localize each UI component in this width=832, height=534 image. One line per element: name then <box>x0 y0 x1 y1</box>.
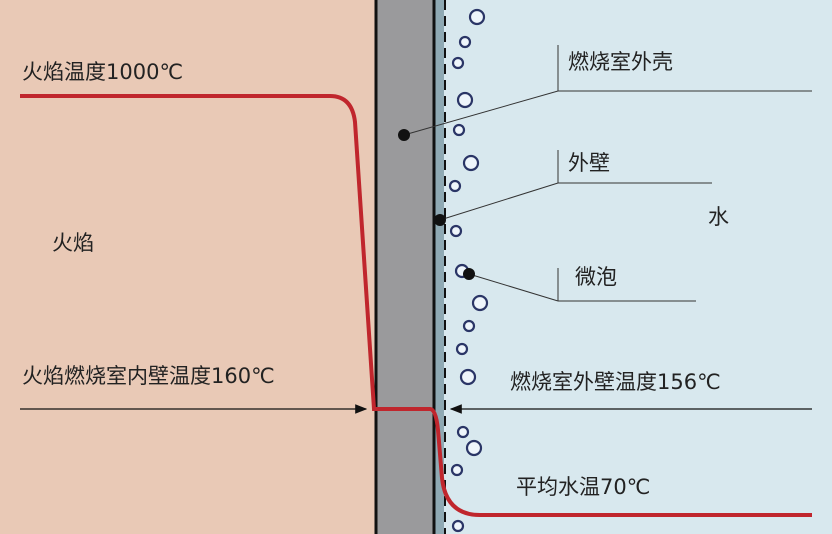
bubble <box>452 123 466 137</box>
flame-region <box>0 0 376 534</box>
flame-label: 火焰 <box>52 231 94 255</box>
bubble <box>471 294 489 312</box>
bubble <box>462 154 480 172</box>
bubble <box>450 463 464 477</box>
outer-wall-layer <box>435 0 444 534</box>
bubble <box>455 342 469 356</box>
combustion-chamber-wall <box>376 0 434 534</box>
bubble <box>465 439 483 457</box>
bubble <box>449 224 463 238</box>
bubble <box>459 368 477 386</box>
inner-wall-temperature-label: 火焰燃烧室内壁温度160℃ <box>22 364 275 388</box>
average-water-temperature-label: 平均水温70℃ <box>516 475 651 499</box>
shell-label: 燃烧室外壳 <box>568 50 673 74</box>
microbubble-leader <box>463 268 696 302</box>
bubble <box>456 91 474 109</box>
bubble <box>451 519 465 533</box>
outer-wall-label: 外壁 <box>568 151 610 175</box>
microbubble-label: 微泡 <box>575 265 617 289</box>
outer-wall-leader <box>434 150 712 226</box>
temperature-curve <box>20 94 812 517</box>
bubble <box>458 35 472 49</box>
bubble <box>462 319 476 333</box>
outer-wall-temperature-label: 燃烧室外壁温度156℃ <box>510 370 721 394</box>
water-region <box>443 0 832 534</box>
bubble <box>456 425 470 439</box>
flame-temperature-label: 火焰温度1000℃ <box>22 60 184 84</box>
bubble <box>468 8 486 26</box>
bubble <box>448 179 462 193</box>
bubble <box>451 56 465 70</box>
water-label: 水 <box>708 205 729 229</box>
shell-leader <box>398 45 812 141</box>
